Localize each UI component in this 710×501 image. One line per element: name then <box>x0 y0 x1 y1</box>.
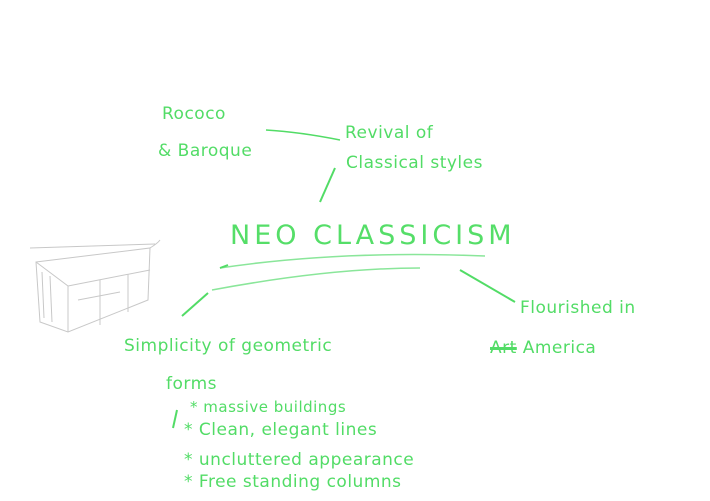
node-flourished-line1: Flourished in <box>520 298 636 318</box>
asterisk-icon: * <box>184 450 193 470</box>
bullet-item: * massive buildings <box>190 398 347 416</box>
node-flourished-line2: Art America <box>490 338 597 358</box>
node-simplicity-line2: forms <box>166 374 217 394</box>
node-revival-line2: Classical styles <box>346 153 483 173</box>
building-sketch-icon <box>29 239 161 333</box>
asterisk-icon: * <box>184 472 193 492</box>
asterisk-icon: * <box>184 420 193 440</box>
bullet-item: * Free standing columns <box>184 472 402 492</box>
asterisk-icon: * <box>190 398 198 416</box>
node-simplicity-line1: Simplicity of geometric <box>124 336 333 356</box>
node-rococo-line2: & Baroque <box>158 141 253 161</box>
node-rococo-line1: Rococo <box>162 104 226 124</box>
bullet-item: * uncluttered appearance <box>184 450 415 470</box>
struck-word: Art <box>490 338 517 358</box>
bullet-item: * Clean, elegant lines <box>184 420 378 440</box>
central-topic: NEO CLASSICISM <box>230 220 516 251</box>
node-revival-line1: Revival of <box>345 123 434 143</box>
